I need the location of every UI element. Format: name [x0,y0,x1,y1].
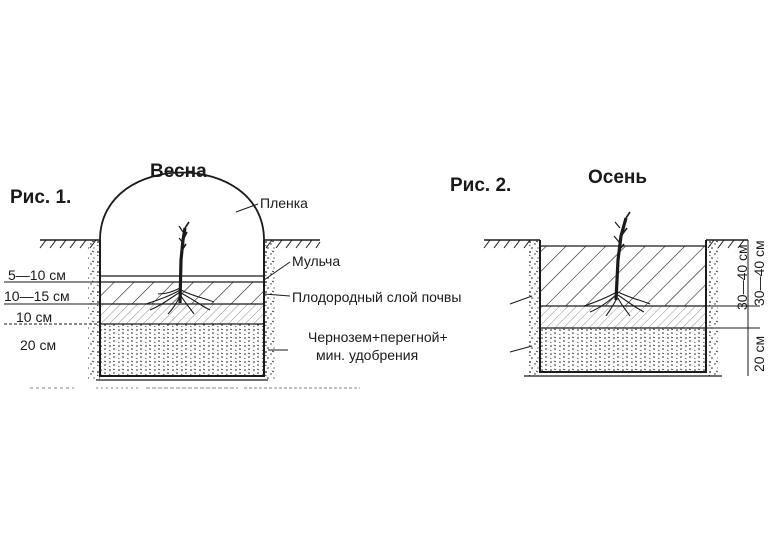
mix-label-line2: мин. удобрения [316,347,419,363]
dimension-vertical-1: 30—40 см [751,240,767,306]
figure1-label: Рис. 1. [10,187,72,208]
figure1-season-title: Весна [150,161,207,182]
figure2-label: Рис. 2. [450,175,512,196]
dimension-vertical-3: 20 см [751,335,767,372]
mix-label-line1: Чернозем+перегной+ [308,329,448,345]
fertile-layer-label: Плодородный слой почвы [292,289,462,305]
film-label: Пленка [260,195,308,211]
mulch-label: Мульча [292,253,341,269]
dimension-vertical-2: 30—40 см [734,244,750,310]
dimension-label-4: 20 см [20,337,57,353]
figure1-pit [4,171,321,381]
dimension-label-3: 10 см [16,309,53,325]
figure2-season-title: Осень [588,167,648,188]
dimension-label-2: 10—15 см [4,288,70,304]
figure2-pit [483,211,760,377]
dimension-label-1: 5—10 см [8,267,66,283]
